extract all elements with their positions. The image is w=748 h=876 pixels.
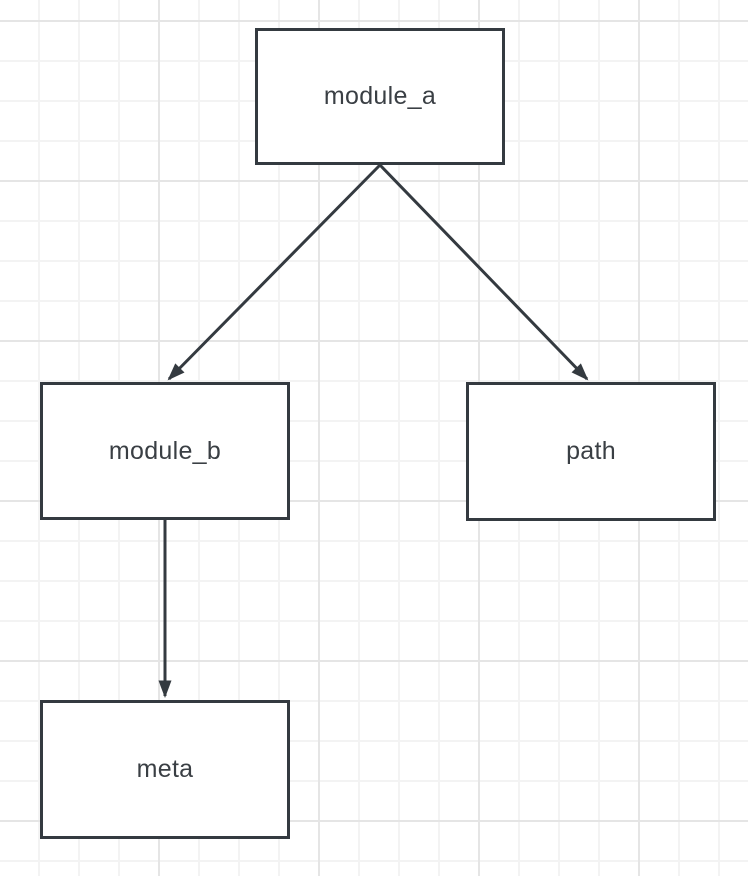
node-meta[interactable]: meta xyxy=(40,700,290,839)
node-path[interactable]: path xyxy=(466,382,716,521)
node-meta-label: meta xyxy=(136,755,194,783)
node-module-b-label: module_b xyxy=(108,436,222,465)
node-module-a[interactable]: module_a xyxy=(255,28,505,165)
node-module-a-label: module_a xyxy=(323,82,437,110)
node-path-label: path xyxy=(566,437,616,465)
node-module-b[interactable]: module_b xyxy=(40,382,290,520)
edge-module-a-to-path[interactable] xyxy=(378,163,589,381)
edge-module-a-to-module-b[interactable] xyxy=(167,163,382,381)
